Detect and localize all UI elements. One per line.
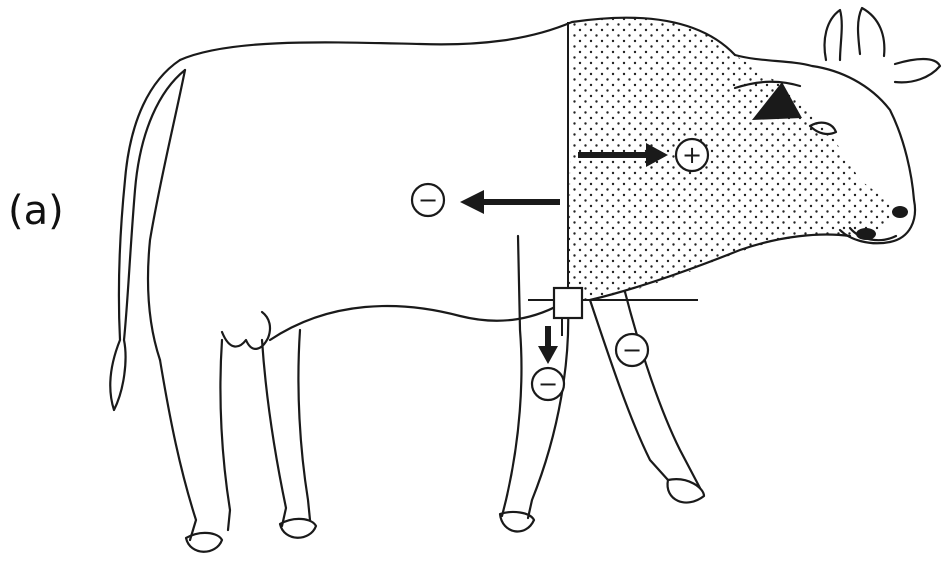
front-leg-2-outer (590, 300, 668, 480)
rear-leg-outer (160, 360, 196, 540)
minus-sign-circle-leg: − (532, 368, 564, 400)
rear-leg2-outer (262, 340, 286, 526)
muzzle-spot (856, 228, 876, 240)
tail (110, 60, 185, 410)
horn-left (825, 10, 842, 60)
svg-text:+: + (682, 141, 702, 169)
rear-leg2-inner (298, 330, 310, 520)
rear-hoof-1 (186, 533, 222, 552)
minus-sign-circle-left: − (412, 184, 444, 216)
arrow-left (460, 190, 560, 214)
front-leg-1-outer (502, 236, 521, 516)
svg-text:−: − (622, 336, 642, 364)
arrow-down (538, 326, 558, 364)
rear-hoof-2 (280, 519, 316, 538)
front-hoof-1 (500, 512, 534, 531)
plus-sign-circle: + (676, 139, 708, 171)
front-leg-2-inner (625, 292, 700, 488)
nose-spot (892, 206, 908, 218)
rear-leg-inner (220, 340, 230, 530)
ear-right (895, 59, 940, 82)
minus-sign-circle-front-leg: − (616, 334, 648, 366)
front-hoof-2 (668, 479, 704, 502)
belly (270, 300, 568, 340)
stippled-region (568, 18, 900, 300)
svg-text:−: − (538, 370, 558, 398)
svg-text:−: − (418, 186, 438, 214)
horn-right (858, 8, 884, 56)
chest-square (554, 288, 582, 318)
